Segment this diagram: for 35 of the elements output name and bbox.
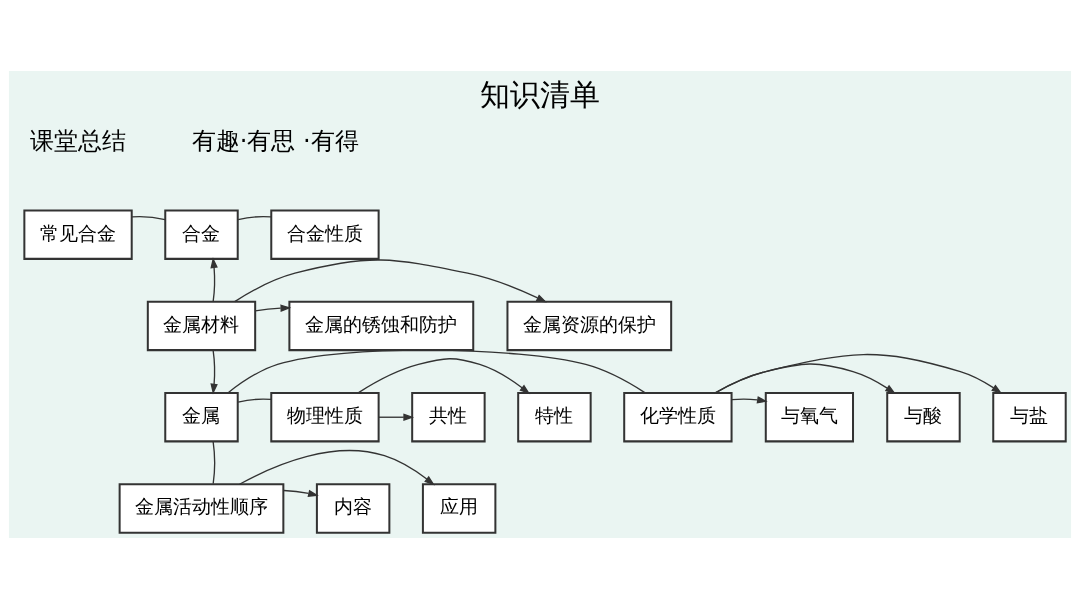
arrow xyxy=(210,349,218,394)
label: 课堂总结 xyxy=(30,126,127,155)
node-box: 合金 xyxy=(164,209,239,260)
node-box: 与氧气 xyxy=(764,391,854,442)
node-box: 内容 xyxy=(315,482,391,534)
node-box: 金属资源的保护 xyxy=(506,300,673,351)
node-box: 金属材料 xyxy=(146,300,257,351)
node-box: 物理性质 xyxy=(270,391,380,442)
node-box: 特性 xyxy=(517,391,592,442)
arrow xyxy=(210,256,218,302)
node-box: 应用 xyxy=(421,482,497,534)
node-box: 金属的锈蚀和防护 xyxy=(288,300,475,351)
diagram-title: 知识清单 xyxy=(480,77,600,112)
node-box: 金属 xyxy=(164,391,239,442)
connector xyxy=(131,215,166,220)
connector xyxy=(237,397,272,403)
node-box: 金属活动性顺序 xyxy=(118,482,285,534)
arrow xyxy=(283,489,319,497)
arrow xyxy=(238,449,435,485)
arrow xyxy=(234,258,547,302)
node-box: 与盐 xyxy=(992,391,1067,442)
arrow xyxy=(357,357,531,394)
connector xyxy=(212,440,216,484)
node-box: 合金性质 xyxy=(270,209,380,260)
connector xyxy=(227,349,646,394)
arrow xyxy=(714,353,1003,394)
label: 有趣·有思 ·有得 xyxy=(191,126,359,155)
arrow xyxy=(731,395,768,404)
arrow xyxy=(254,303,292,312)
node-box: 化学性质 xyxy=(623,391,733,442)
node-box: 共性 xyxy=(411,391,486,442)
node-box: 与酸 xyxy=(886,391,961,442)
connector xyxy=(237,215,272,220)
node-box: 常见合金 xyxy=(23,209,133,260)
arrow xyxy=(378,412,415,421)
